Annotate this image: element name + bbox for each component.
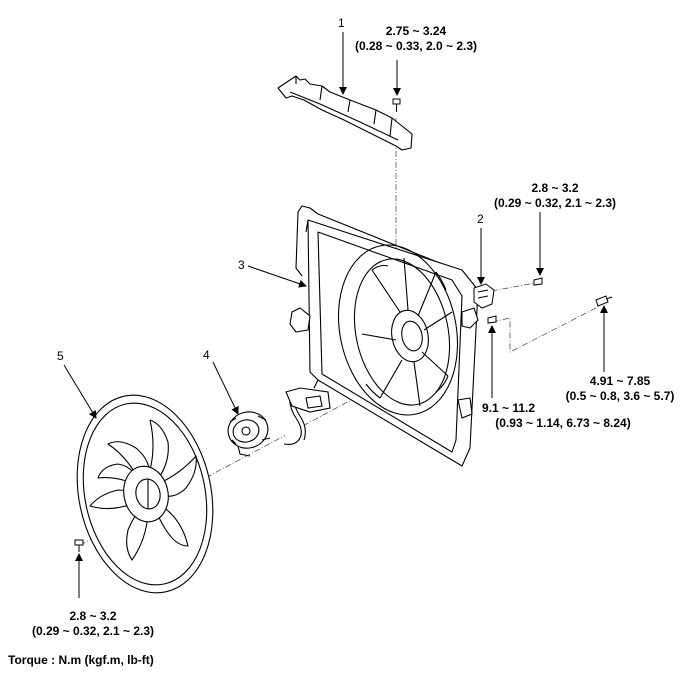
- bolt-right-far: [595, 295, 613, 307]
- torque-right-lower-nm: 9.1 ~ 11.2: [482, 401, 536, 415]
- callout-5: 5: [57, 349, 64, 363]
- upper-bracket: [277, 75, 413, 151]
- torque-bottom-left-alt: (0.29 ~ 0.32, 2.1 ~ 2.3): [31, 624, 155, 638]
- torque-label-right-upper: 2.8 ~ 3.2 (0.29 ~ 0.32, 2.1 ~ 2.3): [480, 181, 630, 211]
- torque-bottom-left-nm: 2.8 ~ 3.2: [69, 609, 117, 623]
- fan-shroud: [289, 205, 479, 467]
- torque-label-right-far: 4.91 ~ 7.85 (0.5 ~ 0.8, 3.6 ~ 5.7): [545, 374, 695, 404]
- screw-bottom-left: [74, 539, 84, 552]
- torque-right-upper-nm: 2.8 ~ 3.2: [531, 181, 579, 195]
- callout-3: 3: [238, 258, 245, 272]
- screw-top: [392, 98, 401, 112]
- callout-4: 4: [203, 348, 210, 362]
- fan-motor: [227, 387, 331, 457]
- torque-right-upper-alt: (0.29 ~ 0.32, 2.1 ~ 2.3): [493, 196, 617, 210]
- callout-2: 2: [477, 212, 484, 226]
- torque-right-lower-alt: (0.93 ~ 1.14, 6.73 ~ 8.24): [495, 416, 631, 430]
- torque-units-note: Torque : N.m (kgf.m, lb-ft): [8, 653, 154, 667]
- torque-label-top: 2.75 ~ 3.24 (0.28 ~ 0.33, 2.0 ~ 2.3): [346, 24, 486, 54]
- torque-top-alt: (0.28 ~ 0.33, 2.0 ~ 2.3): [354, 39, 478, 53]
- torque-right-far-alt: (0.5 ~ 0.8, 3.6 ~ 5.7): [565, 389, 675, 403]
- screw-right-upper: [533, 277, 543, 286]
- torque-label-bottom-left: 2.8 ~ 3.2 (0.29 ~ 0.32, 2.1 ~ 2.3): [18, 609, 168, 639]
- torque-top-nm: 2.75 ~ 3.24: [385, 24, 447, 38]
- connector: [473, 283, 495, 309]
- torque-right-far-nm: 4.91 ~ 7.85: [589, 374, 651, 388]
- leader-lines: [63, 32, 608, 598]
- fan-blade: [76, 394, 214, 594]
- torque-label-right-lower: 9.1 ~ 11.2 (0.93 ~ 1.14, 6.73 ~ 8.24): [470, 401, 656, 431]
- screw-right-lower: [487, 315, 497, 324]
- callout-1: 1: [338, 16, 345, 30]
